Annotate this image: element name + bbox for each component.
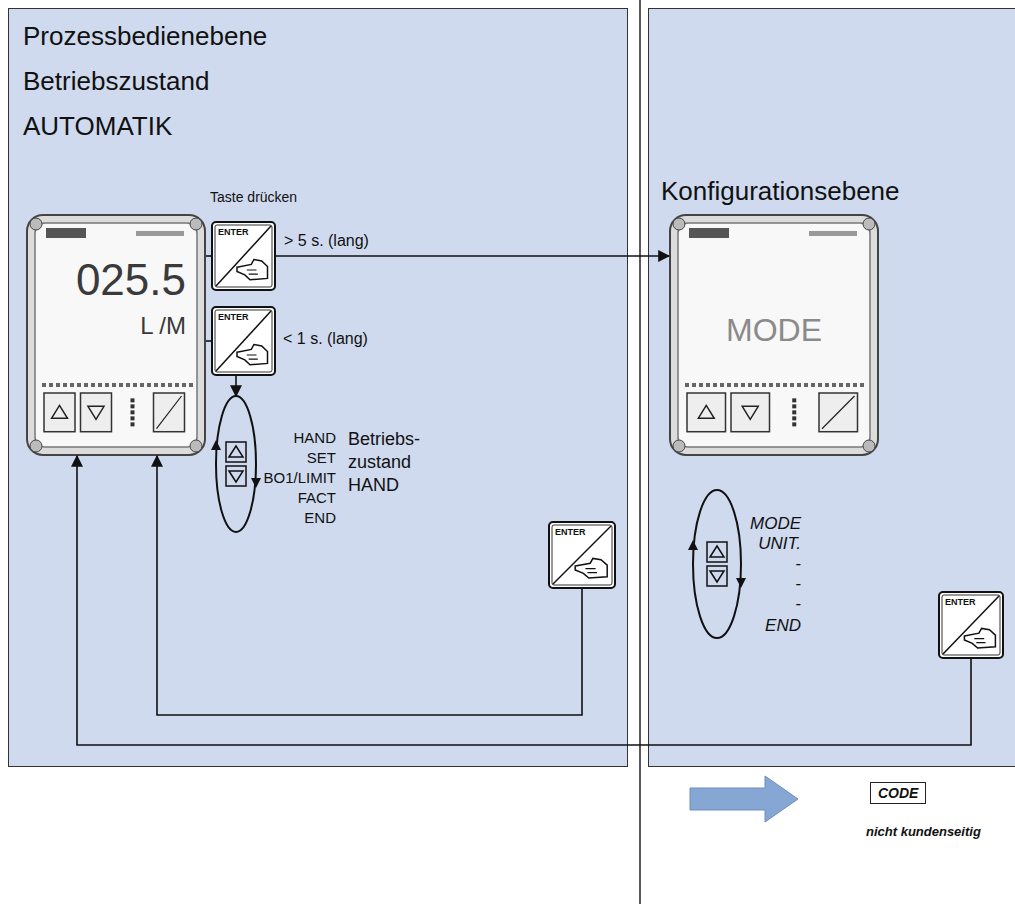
duration-text: > 5 s. (lang) (284, 232, 369, 250)
flow-arrow (206, 340, 211, 342)
divider-line (639, 0, 641, 904)
menu-item: SET (246, 448, 336, 468)
menu-item: FACT (246, 488, 336, 508)
big-arrow (690, 776, 798, 822)
process-panel: 025.5L /MENTERENTERHANDSETBO1/LIMITFACTE… (8, 8, 628, 767)
menu-item: - (743, 554, 801, 574)
flow-arrow (77, 456, 971, 745)
hint-text: Taste drücken (210, 189, 297, 205)
panel-heading: Betriebszustand (23, 66, 209, 96)
menu-item: END (743, 616, 801, 636)
menu-item: HAND (246, 428, 336, 448)
key-label: ENTER (218, 312, 249, 322)
flow-arrow (206, 255, 211, 257)
menu-item: MODE (743, 514, 801, 534)
menu-item: - (743, 574, 801, 594)
key-label: ENTER (945, 597, 976, 607)
display-value: L /M (36, 312, 186, 340)
enter-key: ENTER (548, 521, 616, 589)
panel-heading: Konfigurationsebene (661, 176, 900, 206)
menu-item: BO1/LIMIT (246, 468, 336, 488)
display-value: 025.5 (36, 254, 186, 305)
key-label: ENTER (218, 227, 249, 237)
flow-arrow (157, 456, 582, 715)
menu-loop: MODEUNIT.---END (687, 486, 807, 646)
code-box: CODE (870, 782, 926, 804)
key-label: ENTER (555, 527, 586, 537)
display-value: MODE (669, 312, 879, 349)
enter-key: ENTER (938, 591, 1004, 659)
menu-item: END (246, 508, 336, 528)
config-panel: MODEMODEUNIT.---ENDENTERKonfigurationseb… (648, 8, 1015, 767)
menu-item: - (743, 594, 801, 614)
note-text: nicht kundenseitig (866, 824, 981, 839)
flow-arrow (235, 376, 237, 396)
menu-loop: HANDSETBO1/LIMITFACTEND Betriebs- zustand… (186, 394, 442, 534)
device-display: 025.5 L /M (26, 214, 206, 456)
enter-key: ENTER (211, 306, 276, 376)
device-display: MODE (669, 214, 879, 456)
duration-text: < 1 s. (lang) (283, 330, 368, 348)
menu-item: UNIT. (743, 534, 801, 554)
panel-heading: Prozessbedienebene (23, 21, 267, 51)
flow-arrow (276, 255, 669, 257)
panel-heading: AUTOMATIK (23, 111, 172, 141)
code-label: CODE (878, 785, 918, 801)
enter-key: ENTER (211, 221, 276, 291)
menu-item: Betriebs- zustand HAND (348, 428, 438, 497)
